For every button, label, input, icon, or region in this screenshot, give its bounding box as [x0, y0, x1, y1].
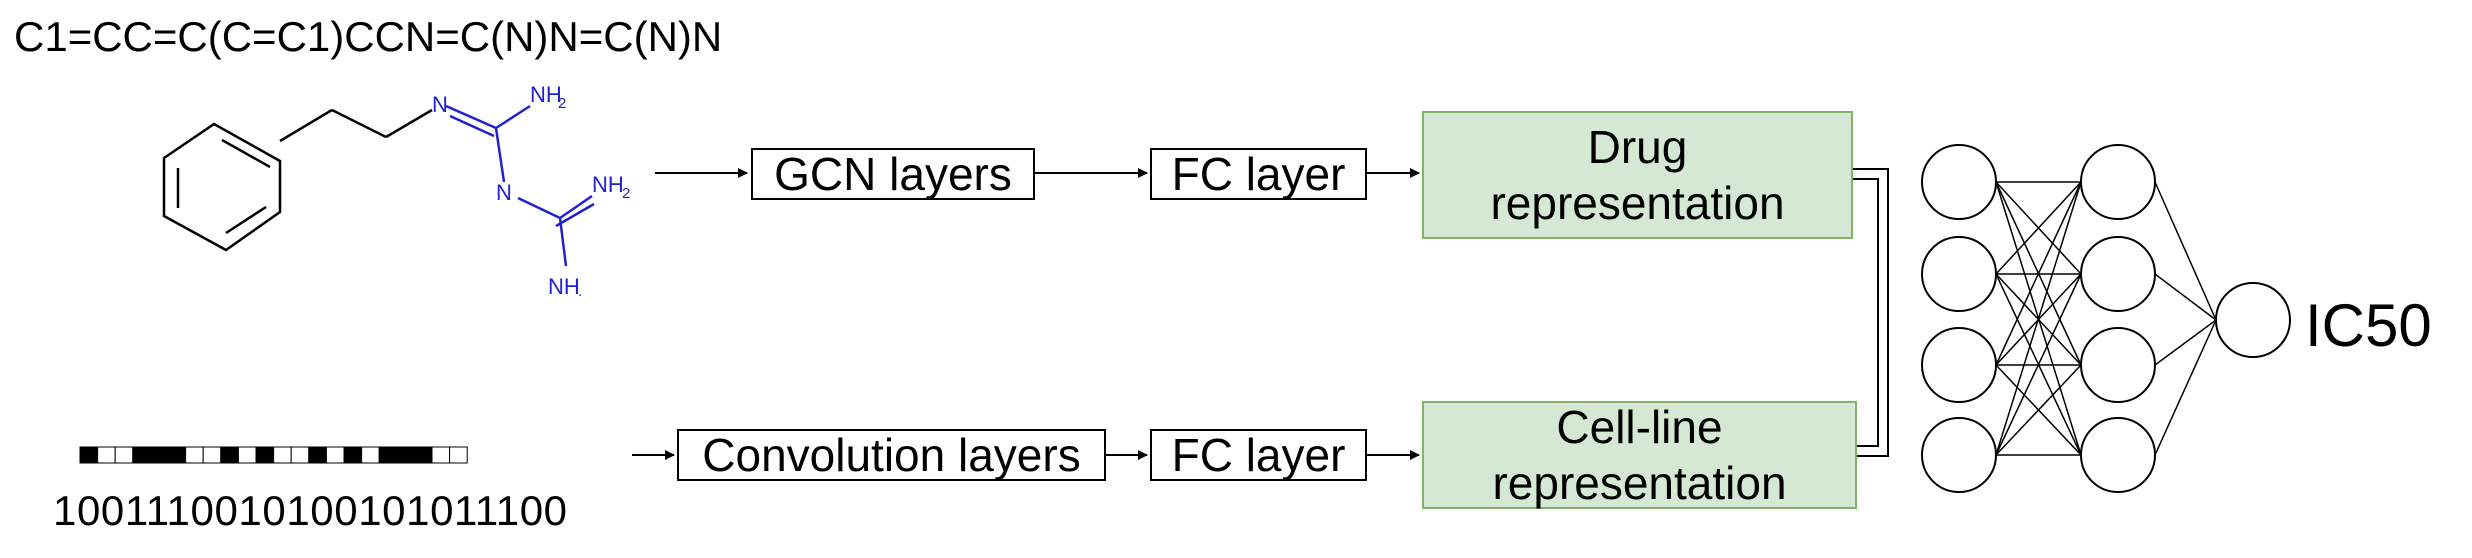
chain-bond-3 — [385, 108, 433, 139]
hidden-edge — [1995, 181, 2082, 456]
hidden-edge — [1995, 273, 2082, 456]
cell-rep-line2: representation — [1492, 457, 1787, 509]
hidden-edge — [1995, 181, 2082, 275]
fc-layer-bottom-box: FC layer — [1150, 429, 1367, 481]
binary-cell — [325, 446, 345, 464]
atom-nh-bottom: NH — [548, 274, 580, 299]
convolution-layers-box: Convolution layers — [677, 429, 1106, 481]
binary-cell — [220, 446, 239, 464]
hidden-node — [2080, 327, 2156, 403]
concat-line-inner — [1853, 178, 1879, 447]
drug-rep-line1: Drug — [1587, 121, 1688, 173]
double-bond-1 — [221, 138, 271, 169]
input-node — [1921, 236, 1997, 312]
binary-cell — [378, 446, 398, 464]
binary-cell — [114, 446, 134, 464]
atom-nh2-right-sub: 2 — [622, 185, 631, 202]
drug-rep-line2: representation — [1490, 177, 1785, 229]
atom-nh2-top-sub: 2 — [558, 95, 567, 112]
cell-line-representation-box: Cell-line representation — [1422, 401, 1857, 509]
bond-c2-nh — [558, 217, 568, 267]
input-node — [1921, 144, 1997, 220]
input-node — [1921, 417, 1997, 493]
binary-strip — [79, 446, 468, 464]
double-bond-2 — [225, 205, 267, 235]
output-edge — [2154, 319, 2217, 366]
binary-cell — [149, 446, 169, 464]
binary-cell — [97, 446, 116, 464]
binary-cell — [361, 446, 380, 464]
binary-cell — [413, 446, 433, 464]
output-edge — [2154, 273, 2217, 321]
fc-layer-top-box: FC layer — [1150, 148, 1367, 200]
binary-cell — [132, 446, 151, 464]
atom-nh2-top: NH — [530, 82, 562, 107]
hidden-node — [2080, 144, 2156, 220]
binary-cell — [185, 446, 204, 464]
bond-c1-nh2 — [495, 104, 531, 130]
atom-nh2-right: NH — [592, 172, 624, 197]
atom-nh-bottom-sub: . — [578, 283, 583, 300]
concat-line-outer — [1853, 168, 1889, 457]
output-node — [2215, 282, 2291, 358]
input-node — [1921, 327, 1997, 403]
binary-cell — [255, 446, 275, 464]
bond-c2-nh2 — [559, 194, 593, 220]
binary-cell — [396, 446, 415, 464]
binary-cell — [237, 446, 257, 464]
cell-rep-line1: Cell-line — [1556, 401, 1723, 453]
hidden-edge — [1995, 181, 2082, 366]
output-edge — [2154, 181, 2217, 321]
chain-bond-2 — [331, 108, 387, 139]
binary-cell — [167, 446, 187, 464]
chain-bond-1 — [279, 108, 333, 143]
atom-n2: N — [496, 180, 512, 205]
bond-n2-c2 — [517, 196, 561, 220]
binary-string: 1001110010100101011100 — [53, 487, 568, 534]
bond-n-c1 — [445, 104, 497, 130]
binary-cell — [290, 446, 310, 464]
bond-c1-n2 — [494, 127, 506, 183]
hidden-edge — [1995, 364, 2082, 456]
smiles-text: C1=CC=C(C=C1)CCN=C(N)N=C(N)N — [14, 13, 723, 60]
binary-cell — [431, 446, 451, 464]
network-nodes — [1921, 144, 2291, 493]
gcn-layers-box: GCN layers — [751, 148, 1035, 200]
output-edge — [2154, 319, 2217, 456]
bond-n-c1-double — [449, 114, 495, 138]
network-edges — [1995, 181, 2217, 456]
hidden-node — [2080, 236, 2156, 312]
binary-cell — [308, 446, 327, 464]
bond-c2-nh2-double — [555, 202, 595, 228]
binary-cell — [343, 446, 363, 464]
binary-cell — [79, 446, 99, 464]
ic50-label: IC50 — [2305, 292, 2432, 359]
drug-representation-box: Drug representation — [1422, 111, 1853, 239]
hidden-node — [2080, 417, 2156, 493]
binary-cell — [202, 446, 222, 464]
binary-cell — [449, 446, 468, 464]
binary-cell — [273, 446, 292, 464]
atom-n1: N — [432, 92, 448, 117]
benzene-ring — [162, 122, 282, 252]
